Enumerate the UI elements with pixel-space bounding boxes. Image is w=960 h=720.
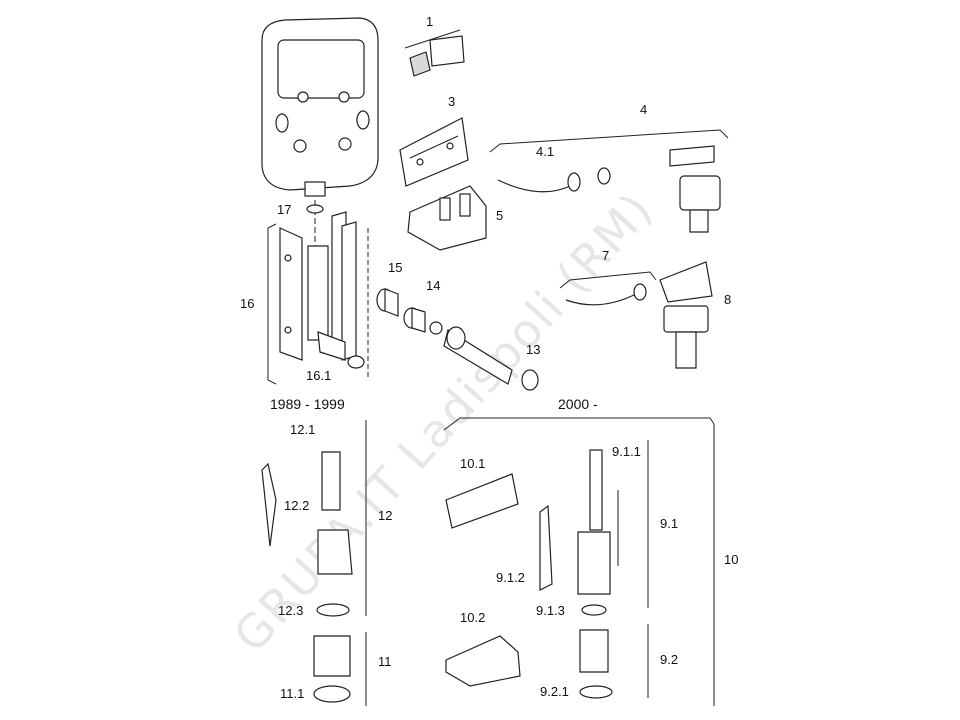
label-7: 7: [602, 248, 609, 263]
part-12-flush-valve-old: [261, 420, 367, 617]
part-11-valve-bottom: [313, 632, 367, 706]
pipe-assembly-16: [267, 204, 369, 385]
label-10-2: 10.2: [460, 610, 485, 625]
label-14: 14: [426, 278, 440, 293]
label-4-1: 4.1: [536, 144, 554, 159]
part-1-button-block: [404, 29, 465, 77]
label-9-1-3: 9.1.3: [536, 603, 565, 618]
label-8: 8: [724, 292, 731, 307]
label-3: 3: [448, 94, 455, 109]
part-5-bracket: [407, 185, 487, 251]
label-16: 16: [240, 296, 254, 311]
label-9-1-2: 9.1.2: [496, 570, 525, 585]
caption-old-range: 1989 - 1999: [270, 396, 345, 412]
part-3-plate: [399, 117, 469, 187]
label-10-1: 10.1: [460, 456, 485, 471]
label-11: 11: [378, 654, 392, 669]
label-9-2: 9.2: [660, 652, 678, 667]
label-9-1-1: 9.1.1: [612, 444, 641, 459]
connector-parts: [376, 288, 539, 391]
label-15: 15: [388, 260, 402, 275]
part-10-group: [443, 417, 715, 706]
cistern-tank: [261, 17, 379, 300]
label-16-1: 16.1: [306, 368, 331, 383]
label-4: 4: [640, 102, 647, 117]
label-12-2: 12.2: [284, 498, 309, 513]
label-9-2-1: 9.2.1: [540, 684, 569, 699]
label-5: 5: [496, 208, 503, 223]
label-1: 1: [426, 14, 433, 29]
caption-new-range: 2000 -: [558, 396, 598, 412]
label-10: 10: [724, 552, 738, 567]
part-8-fill-valve: [559, 261, 713, 369]
label-9-1: 9.1: [660, 516, 678, 531]
label-17: 17: [277, 202, 291, 217]
label-12-3: 12.3: [278, 603, 303, 618]
label-11-1: 11.1: [280, 686, 304, 701]
part-4-fill-valve: [489, 129, 729, 233]
label-12-1: 12.1: [290, 422, 315, 437]
label-13: 13: [526, 342, 540, 357]
label-12: 12: [378, 508, 392, 523]
